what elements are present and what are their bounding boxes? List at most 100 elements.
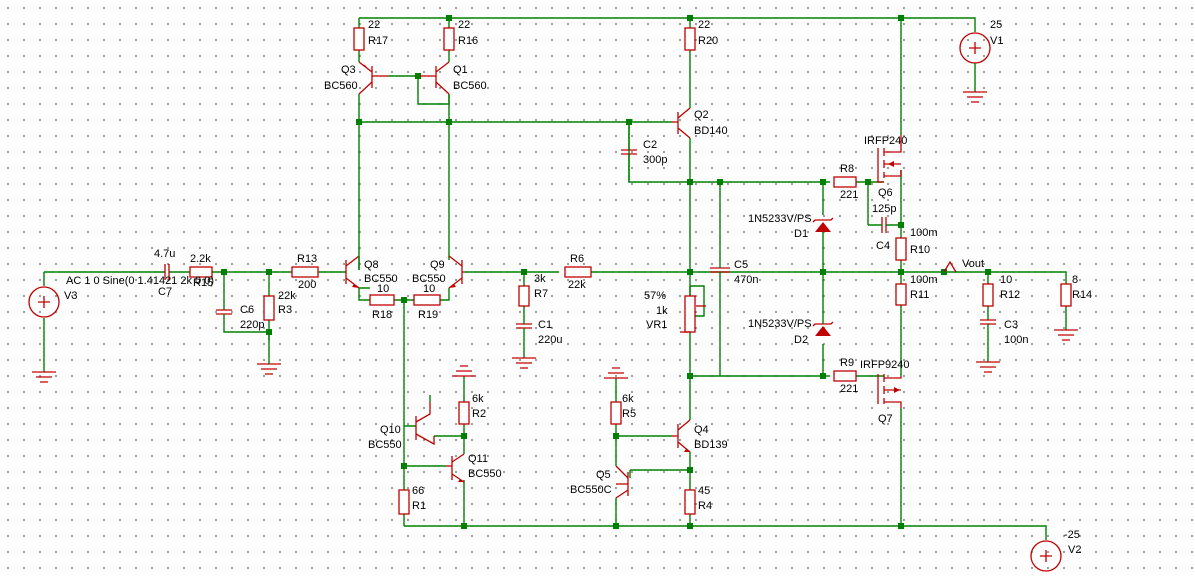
r13-label: R13 xyxy=(297,253,317,265)
resistor-r10[interactable] xyxy=(895,237,907,261)
capacitor-c6[interactable] xyxy=(216,309,232,322)
transistor-q3[interactable] xyxy=(358,61,388,95)
q4-label: Q4 xyxy=(694,424,709,436)
transistor-q11[interactable] xyxy=(446,453,465,483)
resistor-r4[interactable] xyxy=(684,489,696,515)
r11-value: 100m xyxy=(910,274,938,286)
q4-type: BD139 xyxy=(694,439,728,451)
zener-diode-d2[interactable] xyxy=(812,318,834,336)
resistor-r13[interactable] xyxy=(291,266,319,278)
vr1-percent: 57% xyxy=(644,290,666,302)
resistor-r20[interactable] xyxy=(684,27,696,51)
r12-value: 10 xyxy=(1000,274,1012,286)
q10-type: BC550 xyxy=(368,439,402,451)
transistor-q8[interactable] xyxy=(345,255,360,289)
resistor-r5[interactable] xyxy=(610,401,622,425)
ground-icon xyxy=(32,371,56,383)
component-labels: 22 R17 22 R16 22 R20 25 V1 Q3 BC560 Q1 B… xyxy=(64,19,1092,556)
r9-value: 221 xyxy=(840,383,858,395)
capacitor-c1[interactable] xyxy=(516,320,532,340)
resistor-r17[interactable] xyxy=(353,27,365,51)
capacitor-c3[interactable] xyxy=(980,319,996,362)
resistor-r8[interactable] xyxy=(833,176,857,188)
transistors xyxy=(345,61,902,499)
voltage-source-v3[interactable] xyxy=(28,286,60,318)
q7-label: Q7 xyxy=(878,413,893,425)
voltage-source-v2[interactable] xyxy=(1030,540,1062,572)
resistor-r11[interactable] xyxy=(895,283,907,306)
ground-icon xyxy=(512,357,536,369)
r2-label: R2 xyxy=(472,408,486,420)
r3-label: R3 xyxy=(278,304,292,316)
ground-icon xyxy=(963,91,987,103)
r19-label: R19 xyxy=(418,309,438,321)
transistor-q4[interactable] xyxy=(672,419,691,453)
resistor-r1[interactable] xyxy=(398,489,410,515)
capacitor-c4[interactable] xyxy=(868,217,888,233)
r6-value: 22k xyxy=(568,279,586,291)
potentiometer-vr1[interactable] xyxy=(684,295,696,333)
d2-label: D2 xyxy=(794,334,808,346)
resistor-r14[interactable] xyxy=(1060,283,1072,307)
transistor-q9[interactable] xyxy=(448,255,465,289)
q1-type: BC560 xyxy=(453,80,487,92)
ground-symbols xyxy=(32,91,1078,383)
q3-type: BC560 xyxy=(324,80,358,92)
r16-label: R16 xyxy=(458,35,478,47)
resistor-r18[interactable] xyxy=(369,294,395,306)
resistors xyxy=(189,27,1072,515)
mosfet-q6[interactable] xyxy=(877,135,902,183)
r19-value: 10 xyxy=(423,283,435,295)
capacitor-c2[interactable] xyxy=(621,122,637,182)
r4-label: R4 xyxy=(698,500,712,512)
r14-value: 8 xyxy=(1072,274,1078,286)
d1-type: 1N5233V/PS xyxy=(748,213,812,225)
capacitor-c5[interactable] xyxy=(710,260,730,288)
q3-label: Q3 xyxy=(341,64,356,76)
c6-value: 220p xyxy=(240,319,264,331)
v2-label: V2 xyxy=(1068,544,1081,556)
transistor-q1[interactable] xyxy=(420,61,450,95)
capacitor-c7[interactable] xyxy=(162,264,172,280)
q2-type: BD140 xyxy=(694,125,728,137)
transistor-q2[interactable] xyxy=(672,107,691,139)
r17-label: R17 xyxy=(368,35,388,47)
transistor-q10[interactable] xyxy=(415,395,435,446)
q1-label: Q1 xyxy=(453,64,468,76)
resistor-r7[interactable] xyxy=(518,285,530,307)
vr1-label: VR1 xyxy=(646,319,667,331)
d2-type: 1N5233V/PS xyxy=(748,318,812,330)
resistor-r2[interactable] xyxy=(458,401,470,425)
zener-diode-d1[interactable] xyxy=(812,217,834,240)
resistor-r16[interactable] xyxy=(443,27,455,51)
r14-label: R14 xyxy=(1072,289,1092,301)
ground-icon xyxy=(604,367,628,379)
resistor-r15[interactable] xyxy=(189,266,213,278)
voltage-source-v1[interactable] xyxy=(959,32,991,92)
r12-label: R12 xyxy=(1000,289,1020,301)
resistor-r9[interactable] xyxy=(833,370,857,382)
r18-value: 10 xyxy=(377,283,389,295)
resistor-r19[interactable] xyxy=(413,294,441,306)
q8-label: Q8 xyxy=(364,259,379,271)
sources xyxy=(28,32,1062,572)
q6-type: IRFP240 xyxy=(864,135,907,147)
ground-icon xyxy=(452,365,476,377)
resistor-r3[interactable] xyxy=(263,295,275,321)
r8-label: R8 xyxy=(840,163,854,175)
c3-value: 100n xyxy=(1004,334,1028,346)
c1-value: 220u xyxy=(538,334,562,346)
resistor-r6[interactable] xyxy=(564,266,592,278)
c7-label: C7 xyxy=(158,286,172,298)
ground-icon xyxy=(976,361,1000,373)
r11-label: R11 xyxy=(910,289,929,301)
mosfet-q7[interactable] xyxy=(877,374,902,408)
v1-label: V1 xyxy=(990,35,1003,47)
r20-value: 22 xyxy=(698,19,710,31)
resistor-r12[interactable] xyxy=(982,283,994,307)
ground-icon xyxy=(1054,329,1078,341)
transistor-q5[interactable] xyxy=(615,465,631,499)
